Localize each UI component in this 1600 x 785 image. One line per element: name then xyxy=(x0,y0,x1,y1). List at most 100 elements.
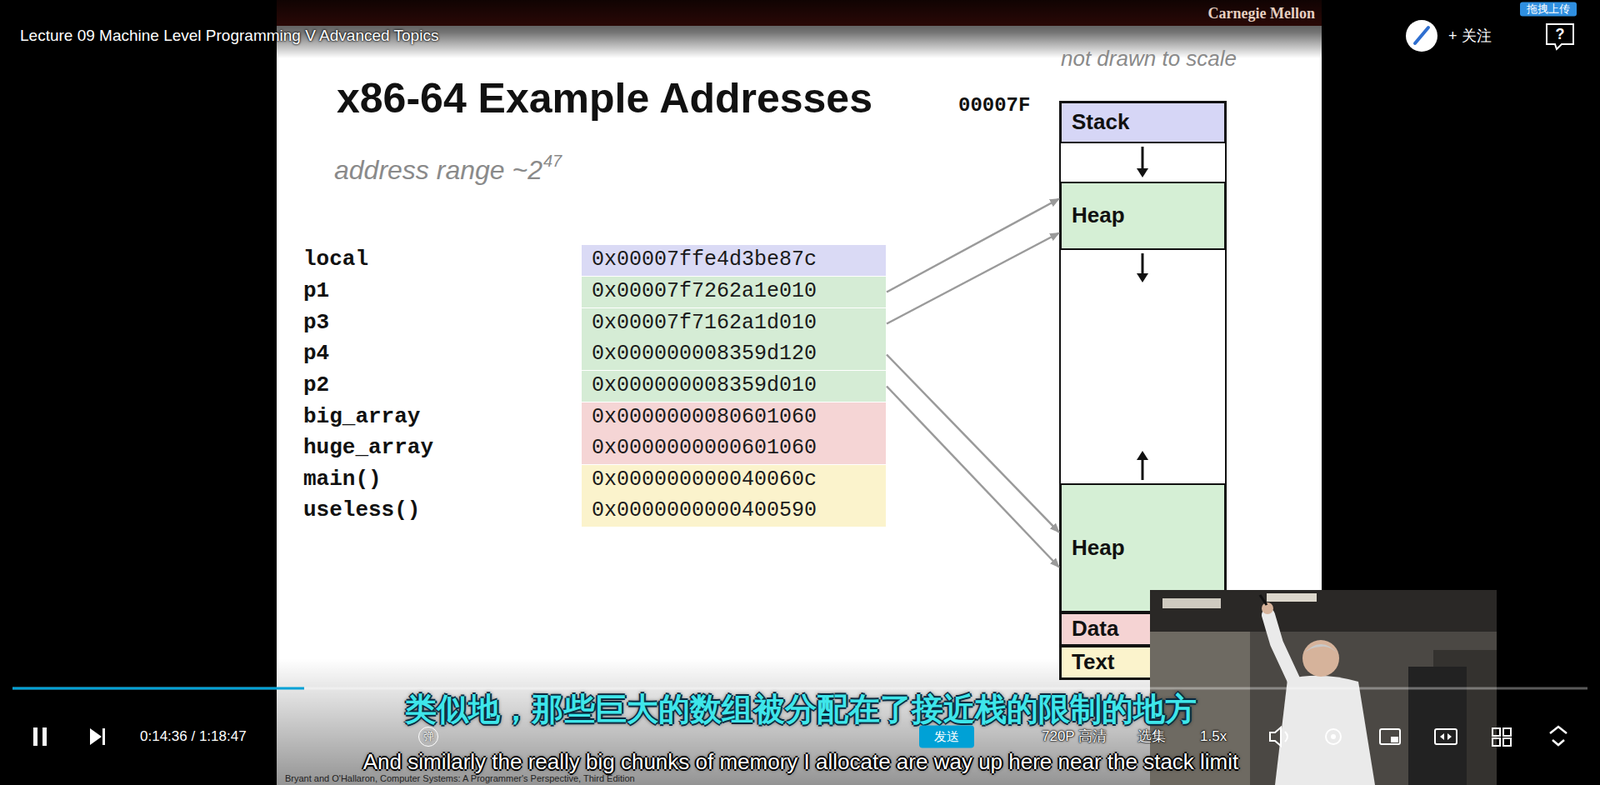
address-value: 0x0000000000400590 xyxy=(591,499,817,524)
growth-arrowhead xyxy=(1136,450,1149,460)
upload-tag: 拖拽上传 xyxy=(1520,2,1577,17)
growth-arrow xyxy=(1141,146,1145,170)
citation: Bryant and O'Hallaron, Computer Systems:… xyxy=(285,773,635,785)
lecturer-arm xyxy=(1268,615,1299,690)
memory-region: Text xyxy=(1060,645,1226,680)
address-value: 0x00007f7262a1e010 xyxy=(591,280,817,305)
pointer-arrow xyxy=(886,233,1060,325)
address-cell: 0x0000000000601060 xyxy=(581,433,886,465)
memory-region: Heap xyxy=(1060,181,1226,250)
memory-column xyxy=(1060,101,1226,680)
variable-name: local xyxy=(303,247,369,273)
volume-icon xyxy=(1270,727,1288,746)
progress-track xyxy=(12,687,1588,690)
pause-icon xyxy=(42,727,47,746)
address-value: 0x00007ffe4d3be87c xyxy=(591,248,817,273)
region-name: Stack xyxy=(1071,110,1130,135)
help-icon-text: ? xyxy=(1555,25,1565,44)
variable-name: p4 xyxy=(303,341,330,367)
lecturer-head xyxy=(1302,640,1340,677)
address-cell: 0x0000000000400590 xyxy=(581,495,886,527)
next-icon xyxy=(102,728,105,745)
player-bottom-shade xyxy=(0,658,1600,785)
pause-icon xyxy=(33,727,38,746)
range-note: address range ~2 xyxy=(334,155,543,186)
ceiling-light xyxy=(1162,598,1221,609)
address-value: 0x0000000080601060 xyxy=(591,405,817,430)
pointer-arrow xyxy=(886,355,1060,533)
help-icon xyxy=(1546,24,1574,50)
memory-region: Stack xyxy=(1060,101,1226,144)
remote xyxy=(1260,595,1267,605)
variable-name: useless() xyxy=(303,498,420,524)
web-fullscreen-icon xyxy=(1492,738,1500,746)
speed-button: 1.5x xyxy=(1200,728,1227,745)
avatar xyxy=(1405,20,1438,52)
ceiling xyxy=(1150,590,1497,632)
podium xyxy=(1408,666,1467,785)
address-marker: 00007F xyxy=(958,94,1030,118)
memory-region: Heap xyxy=(1060,483,1226,613)
address-cell: 0x00007ffe4d3be87c xyxy=(581,245,886,276)
subtitle-chinese: 类似地，那些巨大的数组被分配在了接近栈的限制的地方 xyxy=(405,691,1197,729)
growth-arrowhead xyxy=(1136,168,1149,178)
settings-icon xyxy=(1330,734,1336,740)
address-value: 0x000000000040060c xyxy=(591,468,817,493)
quality-button: 720P 高清 xyxy=(1041,728,1107,745)
web-fullscreen-icon xyxy=(1503,728,1511,736)
player-top-shade xyxy=(0,0,1600,59)
wall xyxy=(1433,650,1497,785)
send-button: 发送 xyxy=(919,725,975,748)
web-fullscreen-icon xyxy=(1503,738,1511,746)
address-cell: 0x0000000080601060 xyxy=(581,402,886,434)
region-name: Data xyxy=(1071,616,1119,642)
variable-name: main() xyxy=(303,467,382,493)
widescreen-icon xyxy=(1440,733,1452,740)
region-name: Heap xyxy=(1071,535,1125,561)
lecturer-hair xyxy=(1302,644,1340,655)
pointer-arrow xyxy=(886,386,1060,568)
address-value: 0x0000000000601060 xyxy=(591,436,817,461)
address-value: 0x000000008359d120 xyxy=(591,342,817,367)
subtitle-english: And similarly the really big chunks of m… xyxy=(363,750,1240,775)
institution-name: Carnegie Mellon xyxy=(1208,5,1315,23)
variable-name: p3 xyxy=(303,310,330,336)
variable-name: p1 xyxy=(303,279,330,305)
scale-note: not drawn to scale xyxy=(1060,46,1237,72)
pip-icon xyxy=(1380,729,1400,745)
exponent: 47 xyxy=(543,151,562,171)
settings-icon xyxy=(1325,729,1341,745)
region-name: Text xyxy=(1071,650,1115,675)
episodes-button: 选集 xyxy=(1137,728,1166,745)
address-cell: 0x00007f7262a1e010 xyxy=(581,276,886,308)
growth-arrow xyxy=(1141,458,1145,480)
next-icon xyxy=(90,728,102,745)
address-cell: 0x00007f7162a1d010 xyxy=(581,308,886,340)
address-cell: 0x000000000040060c xyxy=(581,465,886,496)
address-cell: 0x000000008359d120 xyxy=(581,339,886,370)
address-cell: 0x000000008359d010 xyxy=(581,370,886,402)
growth-arrowhead xyxy=(1136,273,1149,283)
progress-played xyxy=(12,687,305,690)
growth-arrow xyxy=(1141,253,1145,275)
variable-name: big_array xyxy=(303,405,420,430)
follow-button: + 关注 xyxy=(1448,27,1492,45)
slide-title: x86-64 Example Addresses xyxy=(336,75,873,124)
memory-region: Data xyxy=(1060,612,1226,646)
video-title: Lecture 09 Machine Level Programming V A… xyxy=(20,26,439,45)
fullscreen-icon xyxy=(1550,726,1567,745)
variable-name: huge_array xyxy=(303,435,434,461)
address-value: 0x000000008359d010 xyxy=(591,374,817,399)
region-name: Heap xyxy=(1071,203,1125,229)
danmaku-toggle: 弹 xyxy=(418,726,439,747)
web-fullscreen-icon xyxy=(1492,728,1500,736)
ceiling-light xyxy=(1266,593,1317,602)
lecturer-hand xyxy=(1261,602,1274,615)
pip-icon xyxy=(1390,736,1399,743)
time-display: 0:14:36 / 1:18:47 xyxy=(140,728,247,745)
variable-name: p2 xyxy=(303,373,330,399)
widescreen-icon xyxy=(1435,729,1457,745)
address-value: 0x00007f7162a1d010 xyxy=(591,311,817,336)
lecturer-body xyxy=(1275,675,1375,785)
